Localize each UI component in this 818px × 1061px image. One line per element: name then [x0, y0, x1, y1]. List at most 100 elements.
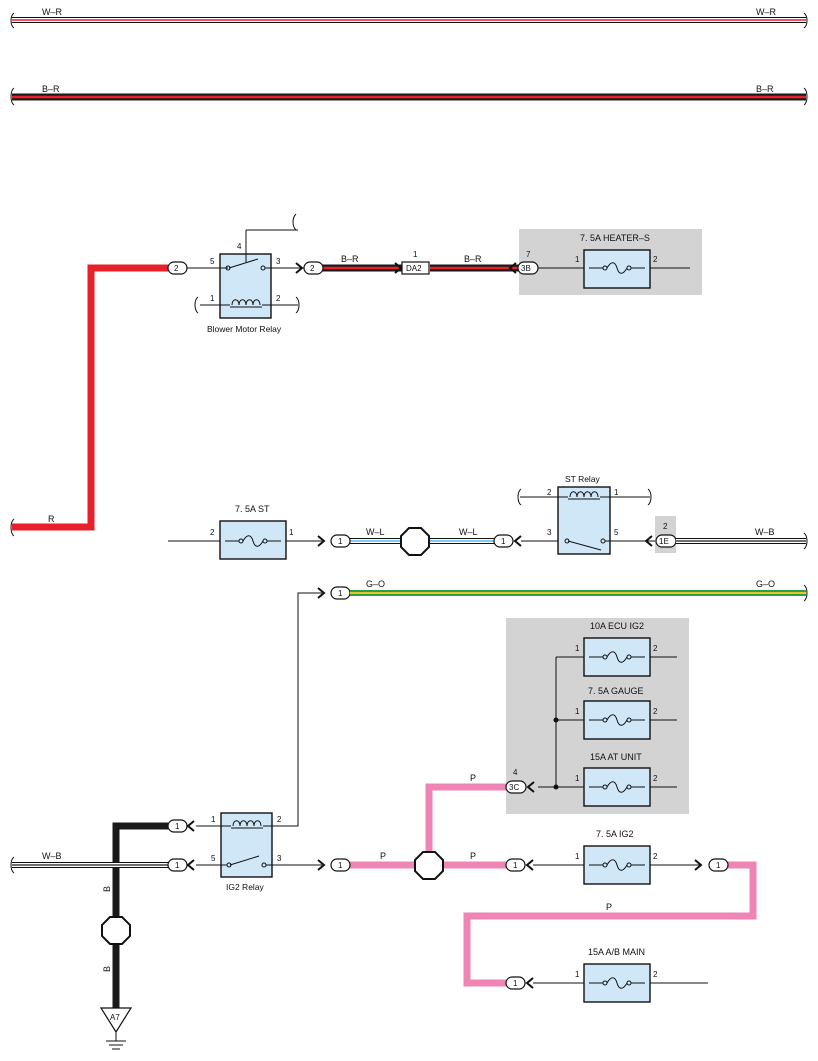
- svg-text:3B: 3B: [521, 264, 531, 273]
- fuse-heater-s: 1 2 7. 5A HEATER–S: [538, 233, 690, 289]
- splice-octagon-p: [414, 851, 444, 880]
- connector-1-ig2-out: 1: [317, 858, 351, 872]
- svg-text:1: 1: [575, 707, 580, 716]
- wire-label: W–B: [755, 527, 775, 537]
- fuse-at-unit: 1 2 15A AT UNIT: [575, 752, 677, 807]
- svg-text:3: 3: [547, 528, 552, 537]
- svg-text:2: 2: [653, 970, 658, 979]
- splice-octagon-b: [101, 916, 131, 945]
- svg-text:2: 2: [653, 644, 658, 653]
- fuse-ab-main: 1 2 15A A/B MAIN: [575, 947, 708, 1003]
- component-title: ST Relay: [565, 474, 601, 484]
- wire-label: B–R: [341, 254, 359, 264]
- component-title: 10A ECU IG2: [590, 621, 644, 631]
- svg-text:1: 1: [575, 970, 580, 979]
- wire-label: B: [102, 966, 112, 972]
- fuse-bus: [538, 656, 584, 790]
- wire-label: G–O: [756, 579, 775, 589]
- wire-wl: W–L W–L: [350, 527, 494, 544]
- connector-1-ig2fuse-out: 1: [694, 858, 729, 872]
- wire-label: W–L: [459, 527, 478, 537]
- wire-label: P: [606, 902, 612, 912]
- svg-text:4: 4: [513, 768, 518, 777]
- svg-text:1: 1: [575, 852, 580, 861]
- wire-r: R: [10, 264, 168, 537]
- svg-text:1: 1: [614, 488, 619, 497]
- pin-label: 1: [210, 294, 215, 303]
- splice-octagon-wl: [400, 527, 430, 556]
- svg-text:1: 1: [575, 774, 580, 783]
- connector-1-ab: 1: [505, 976, 584, 990]
- wire-label: P: [380, 851, 386, 861]
- svg-text:1: 1: [513, 861, 518, 870]
- svg-text:1: 1: [175, 822, 180, 831]
- connector-1-st-out: 1: [317, 534, 351, 548]
- connector-3c: 3C 4: [505, 768, 535, 794]
- svg-text:1: 1: [175, 861, 180, 870]
- wire-label: P: [470, 851, 476, 861]
- wire-label: B: [102, 886, 112, 892]
- wire-label: G–O: [366, 579, 385, 589]
- pin-label: 4: [237, 242, 242, 251]
- svg-text:3C: 3C: [509, 783, 519, 792]
- svg-text:7: 7: [526, 250, 531, 259]
- wire-label: W–R: [756, 7, 777, 17]
- svg-text:1: 1: [338, 589, 343, 598]
- connector-1-pj: 1: [505, 858, 584, 872]
- fuse-gauge: 1 2 7. 5A GAUGE: [575, 686, 677, 740]
- wire-go: 1 G–O G–O: [279, 579, 808, 827]
- component-title: IG2 Relay: [226, 882, 265, 892]
- wire-wb-right: W–B: [676, 527, 808, 550]
- svg-text:1: 1: [501, 537, 506, 546]
- svg-text:2: 2: [547, 488, 552, 497]
- wire-label: R: [48, 514, 55, 524]
- connector-1-ig2-sw: 1: [167, 858, 195, 872]
- wire-label: B–R: [42, 84, 60, 94]
- wire-wb-left: W–B: [10, 851, 168, 874]
- wire-br-top: B–R B–R: [10, 84, 808, 106]
- wire-wr-top: W–R W–R: [10, 7, 808, 29]
- wire-p: P P P P: [350, 773, 757, 987]
- svg-text:1: 1: [716, 861, 721, 870]
- wire-label: P: [470, 773, 476, 783]
- component-title: 15A AT UNIT: [590, 752, 642, 762]
- svg-text:1: 1: [289, 528, 294, 537]
- blower-motor-relay: 4 5 3 1 2 Blower Motor Relay: [186, 213, 304, 334]
- svg-text:1: 1: [513, 979, 518, 988]
- svg-text:2: 2: [663, 522, 668, 531]
- svg-text:1: 1: [575, 644, 580, 653]
- component-title: Blower Motor Relay: [207, 324, 282, 334]
- pin-label: 3: [276, 257, 281, 266]
- wire-br-mid: B–R B–R: [322, 254, 520, 272]
- svg-text:A7: A7: [110, 1013, 120, 1022]
- svg-text:1: 1: [575, 255, 580, 264]
- svg-text:1: 1: [211, 815, 216, 824]
- svg-text:2: 2: [310, 264, 315, 273]
- svg-text:5: 5: [211, 854, 216, 863]
- component-title: 7. 5A GAUGE: [588, 686, 644, 696]
- wire-label: B–R: [464, 254, 482, 264]
- component-title: 7. 5A HEATER–S: [580, 233, 650, 243]
- st-relay: 2 1 3 5 ST Relay: [517, 474, 655, 555]
- connector-1e: 1E 2: [644, 516, 677, 553]
- wire-label: W–R: [42, 7, 63, 17]
- svg-text:2: 2: [653, 707, 658, 716]
- svg-text:5: 5: [614, 528, 619, 537]
- connector-3b: 3B 7: [508, 250, 539, 275]
- fuse-st: 2 1 7. 5A ST: [168, 504, 322, 560]
- connector-da2: DA2 1: [394, 250, 430, 275]
- fuse-ig2: 1 2 7. 5A IG2: [575, 829, 700, 885]
- svg-text:2: 2: [210, 528, 215, 537]
- fuse-ecu-ig2: 1 2 10A ECU IG2: [575, 621, 677, 677]
- pin-label: 2: [276, 294, 281, 303]
- svg-text:2: 2: [653, 255, 658, 264]
- ground-a7: A7: [99, 1007, 133, 1050]
- wire-label: B–R: [756, 84, 774, 94]
- wire-label: W–L: [366, 527, 385, 537]
- svg-text:1: 1: [338, 537, 343, 546]
- wire-b: B B: [102, 822, 168, 1008]
- svg-text:1: 1: [413, 250, 418, 259]
- component-title: 15A A/B MAIN: [588, 947, 645, 957]
- wire-label: W–B: [42, 851, 62, 861]
